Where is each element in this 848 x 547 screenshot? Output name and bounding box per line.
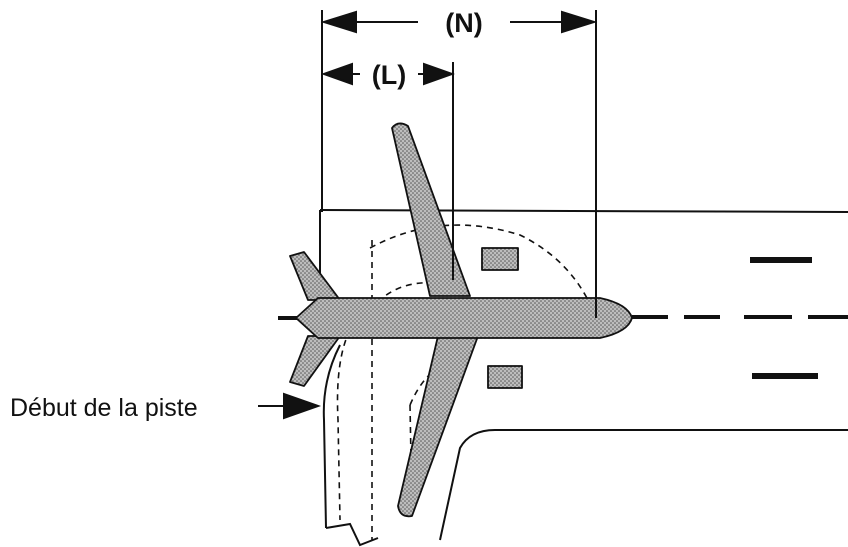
n-arrow-left-head — [320, 10, 357, 34]
fuselage — [295, 297, 633, 339]
turning-arcs — [336, 224, 597, 540]
turning-pad-left-edge — [322, 344, 341, 529]
l-arrow-left-head — [321, 62, 353, 86]
aircraft — [289, 122, 633, 518]
upper-engine — [481, 247, 519, 271]
lower-wing — [397, 335, 479, 518]
runway-start-label: Début de la piste — [10, 394, 198, 422]
lower-engine — [487, 365, 523, 389]
runway-side-marks — [750, 257, 818, 379]
n-arrow-right-head — [561, 10, 598, 34]
arrow-right-icon — [258, 392, 322, 420]
upper-stabilizer — [289, 251, 341, 301]
turning-pad-bottom-edge — [325, 522, 379, 547]
tail-arc — [336, 329, 351, 521]
upper-wing — [391, 122, 471, 297]
l-dimension-label: (L) — [372, 60, 406, 90]
runway-top-edge — [319, 209, 848, 213]
dimension-lines — [320, 10, 598, 318]
n-dimension-label: (N) — [445, 8, 482, 38]
airplane-top-view-icon — [289, 122, 633, 518]
runway-bottom-edge — [439, 429, 848, 541]
l-arrow-right-head — [423, 62, 455, 86]
pointer-head — [283, 392, 322, 420]
runway-centerline — [278, 315, 848, 320]
nose-arc — [369, 224, 597, 319]
